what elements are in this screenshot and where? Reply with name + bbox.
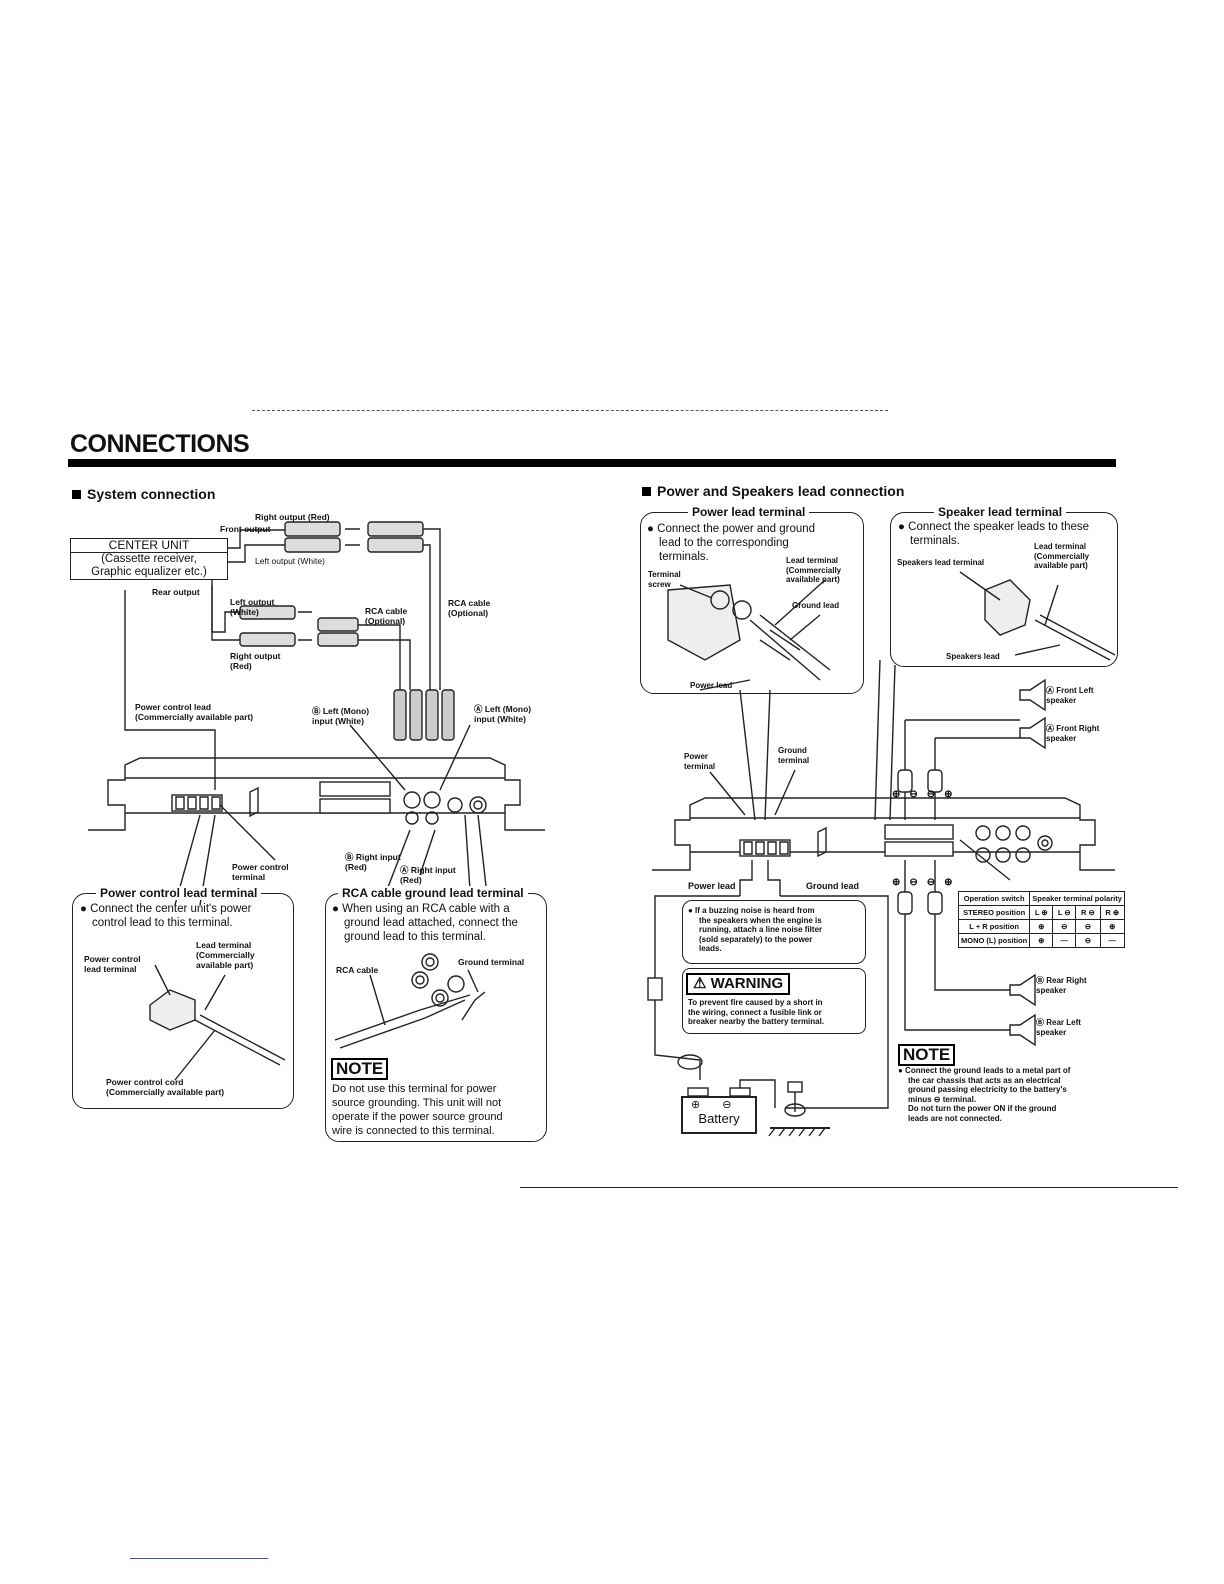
table-header-cell: Operation switch xyxy=(957,891,1031,906)
label-power-control-lead: Power control lead(Commercially availabl… xyxy=(135,702,254,722)
table-cell: — xyxy=(1052,933,1077,948)
warning-box xyxy=(682,968,866,1034)
buzzing-noise-box xyxy=(682,900,866,964)
table-row: STEREO position L ⊕ L ⊖ R ⊖ R ⊕ xyxy=(957,905,1125,920)
label-pc-cord: Power control cord(Commercially availabl… xyxy=(106,1077,225,1097)
table-cell: ⊕ xyxy=(1029,933,1054,948)
title-rule xyxy=(68,459,1116,467)
table-cell: STEREO position xyxy=(957,905,1031,920)
power-note-text: ● Connect the ground leads to a metal pa… xyxy=(898,1066,1071,1123)
label-rca-cable-optional-1: RCA cable(Optional) xyxy=(365,606,408,626)
table-row: L + R position ⊕ ⊖ ⊖ ⊕ xyxy=(957,919,1125,934)
label-power-lead: Power lead xyxy=(688,881,736,891)
label-right-output-red: Right output (Red) xyxy=(255,512,330,522)
polarity-marks-top: ⊕⊖⊖⊕ xyxy=(892,789,962,800)
table-cell: ⊕ xyxy=(1029,919,1054,934)
label-rear-output: Rear output xyxy=(152,587,200,597)
label-rca-cable-optional-2: RCA cable(Optional) xyxy=(448,598,491,618)
table-header-cell: Speaker terminal polarity xyxy=(1029,891,1125,906)
table-cell: L ⊖ xyxy=(1052,905,1077,920)
power-note-tag: NOTE xyxy=(898,1044,956,1066)
top-dashed-line xyxy=(252,410,888,411)
table-cell: L + R position xyxy=(957,919,1031,934)
page-title: CONNECTIONS xyxy=(70,430,250,458)
battery-terminals: ⊕⊖ xyxy=(691,1099,754,1111)
table-row: MONO (L) position ⊕ — ⊖ — xyxy=(957,933,1125,948)
bottom-underline xyxy=(130,1558,268,1559)
table-cell: ⊖ xyxy=(1075,919,1101,934)
warning-tag: ⚠ WARNING xyxy=(686,973,791,995)
polarity-table: Operation switch Speaker terminal polari… xyxy=(957,891,1125,948)
battery: ⊕⊖ Battery xyxy=(681,1096,757,1134)
rca-box-heading: RCA cable ground lead terminal xyxy=(338,886,528,900)
label-rca-cable: RCA cable xyxy=(336,965,379,975)
power-lead-box-heading: Power lead terminal xyxy=(688,505,810,519)
system-connection-heading: System connection xyxy=(72,486,215,502)
label-power-lead-box: Power lead xyxy=(690,681,733,690)
label-left-output-white: Left output (White) xyxy=(255,556,325,566)
center-unit-box: CENTER UNIT (Cassette receiver, Graphic … xyxy=(70,538,228,580)
table-cell: L ⊕ xyxy=(1029,905,1054,920)
footer-rule xyxy=(520,1187,1178,1188)
power-speakers-heading: Power and Speakers lead connection xyxy=(642,483,904,499)
table-cell: ⊕ xyxy=(1099,919,1125,934)
battery-label: Battery xyxy=(698,1111,740,1126)
table-cell: R ⊕ xyxy=(1099,905,1125,920)
center-unit-desc-2: Graphic equalizer etc.) xyxy=(91,566,207,578)
label-speakers-lead: Speakers lead xyxy=(946,652,1000,661)
label-b-left-mono-input: Ⓑ Left (Mono)input (White) xyxy=(312,706,370,726)
label-b-right-input: Ⓑ Right input(Red) xyxy=(345,852,401,872)
label-ground-lead: Ground lead xyxy=(806,881,860,891)
label-ground-lead-box: Ground lead xyxy=(792,601,840,610)
rca-note-tag: NOTE xyxy=(331,1058,389,1080)
polarity-table-header: Operation switch Speaker terminal polari… xyxy=(957,891,1125,906)
warning-triangle-icon: ⚠ xyxy=(693,975,707,992)
label-left-output-rear: Left output(White) xyxy=(230,597,275,617)
power-control-box-heading: Power control lead terminal xyxy=(96,886,262,900)
table-cell: ⊖ xyxy=(1052,919,1077,934)
center-unit-title: CENTER UNIT xyxy=(71,539,227,553)
table-cell: — xyxy=(1099,933,1125,948)
label-ground-terminal: Ground terminal xyxy=(458,957,525,967)
label-front-output: Front output xyxy=(220,524,271,534)
label-a-left-mono-input: Ⓐ Left (Mono)input (White) xyxy=(474,704,532,724)
label-right-output-rear: Right output(Red) xyxy=(230,651,281,671)
table-cell: MONO (L) position xyxy=(957,933,1031,948)
polarity-marks-bottom: ⊕⊖⊖⊕ xyxy=(892,877,962,888)
label-a-right-input: Ⓐ Right input(Red) xyxy=(400,865,456,885)
center-unit-desc-1: (Cassette receiver, xyxy=(101,553,197,565)
table-cell: R ⊖ xyxy=(1075,905,1101,920)
table-cell: ⊖ xyxy=(1075,933,1101,948)
label-speakers-lead-terminal: Speakers lead terminal xyxy=(897,558,985,567)
speaker-lead-box-heading: Speaker lead terminal xyxy=(934,505,1067,519)
